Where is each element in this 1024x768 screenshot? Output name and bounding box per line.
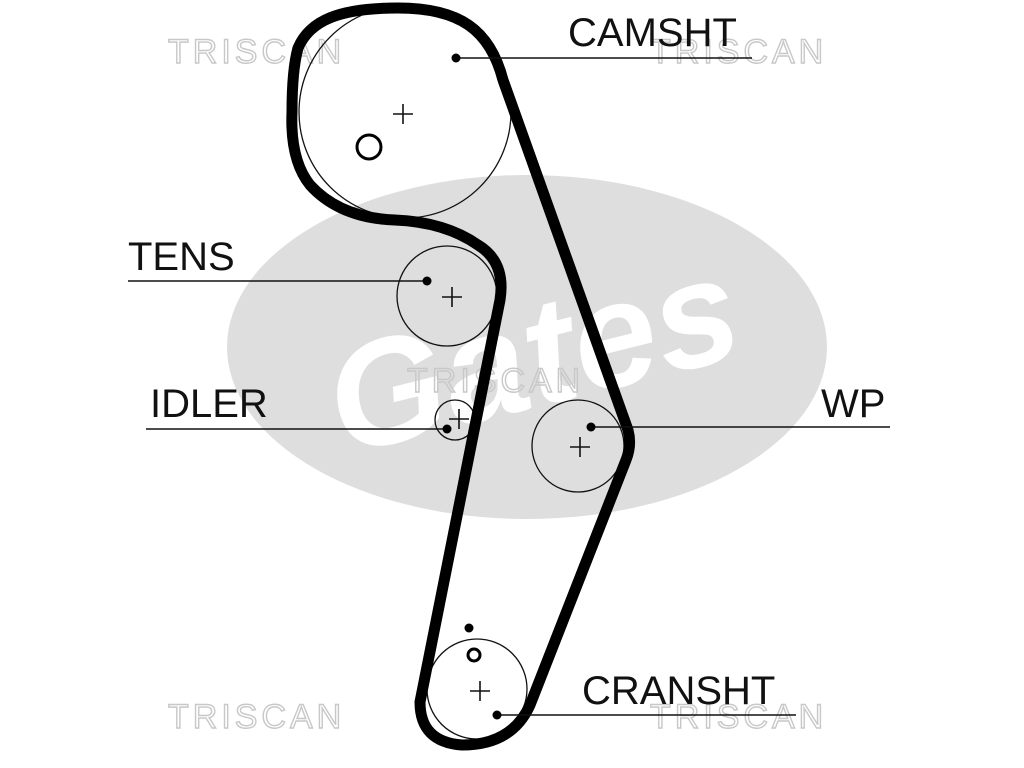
watermark-center: TRISCAN	[407, 362, 584, 400]
idler-leader-dot	[442, 424, 452, 434]
idler-center-cross	[449, 409, 469, 429]
brand-logo: Gates	[227, 175, 827, 519]
tensioner-label: TENS	[128, 235, 235, 279]
watermark-bottom-left: TRISCAN	[168, 698, 345, 736]
water-pump-leader-dot	[586, 422, 596, 432]
labels: CAMSHT TENS IDLER WP CRANSHT	[128, 11, 885, 713]
camshaft-label: CAMSHT	[568, 11, 737, 55]
tensioner-leader-dot	[422, 276, 432, 286]
pulley-centers	[393, 104, 590, 701]
water-pump-label: WP	[821, 382, 885, 426]
timing-marks	[355, 133, 482, 663]
crankshaft-leader-dot	[492, 710, 502, 720]
crankshaft-center-cross	[470, 681, 490, 701]
leaders	[128, 53, 890, 720]
watermark-bottom-right: TRISCAN	[650, 698, 827, 736]
camshaft-leader-dot	[451, 53, 461, 63]
crankshaft-timing-mark	[466, 647, 482, 663]
watermarks: TRISCAN TRISCAN TRISCAN TRISCAN TRISCAN	[167, 32, 827, 736]
camshaft-center-cross	[393, 104, 413, 124]
water-pump-center-cross	[570, 437, 590, 457]
camshaft-timing-mark	[355, 133, 383, 161]
tensioner-center-cross	[442, 287, 462, 307]
watermark-top-left: TRISCAN	[168, 33, 345, 71]
logo-oval	[227, 175, 827, 519]
crankshaft-label: CRANSHT	[582, 669, 775, 713]
crankshaft-reference-dot	[464, 623, 474, 633]
watermark-top-right: TRISCAN	[650, 33, 827, 71]
idler-label: IDLER	[150, 382, 268, 426]
timing-belt	[286, 2, 636, 751]
